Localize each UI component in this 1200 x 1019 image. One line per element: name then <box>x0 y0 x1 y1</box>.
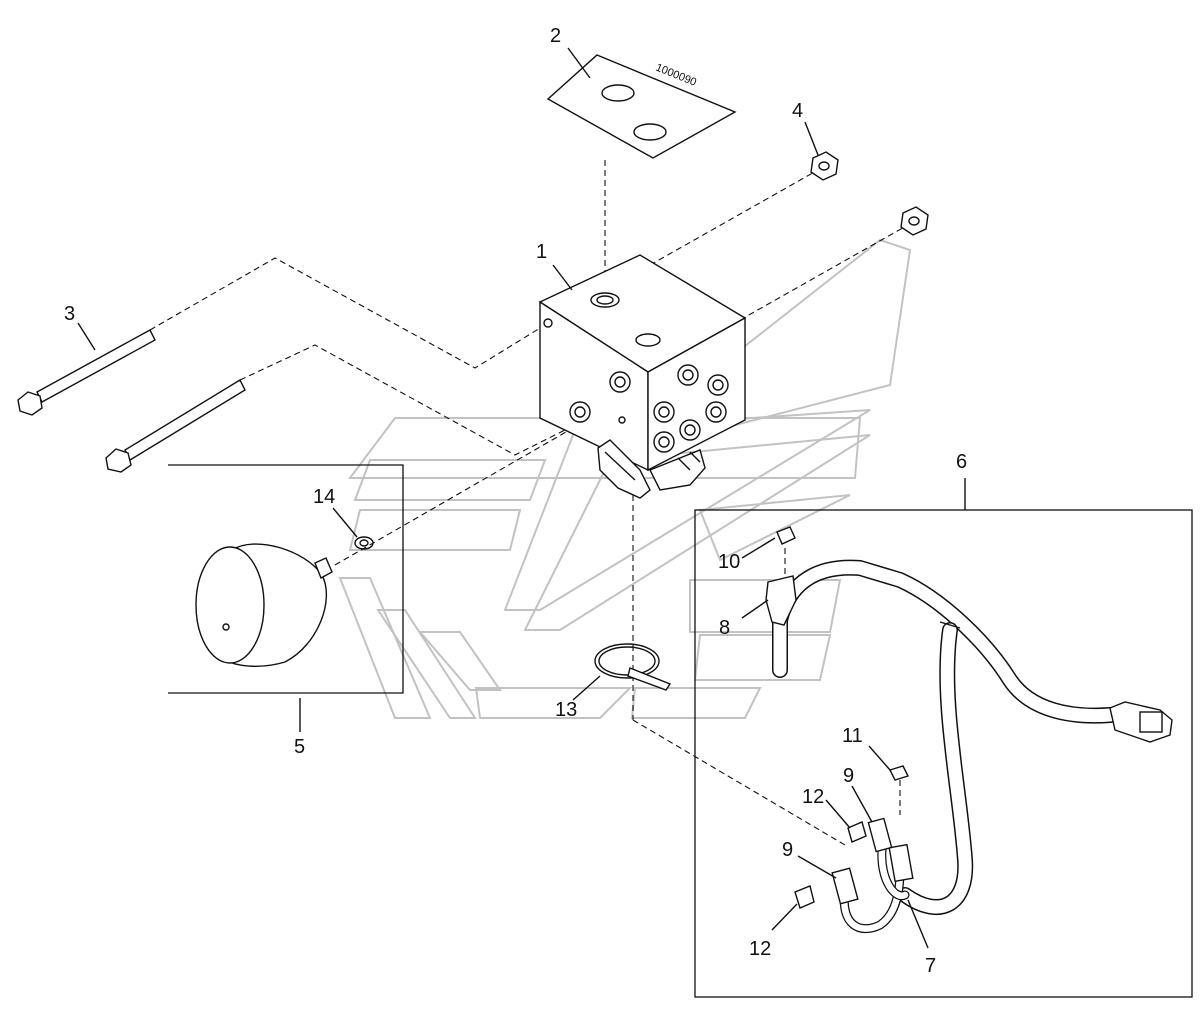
callout-13: 13 <box>555 699 577 721</box>
clip-12-upper <box>847 821 867 843</box>
callout-12-upper: 12 <box>802 786 824 808</box>
callout-12-lower: 12 <box>749 938 771 960</box>
accumulator <box>195 543 333 667</box>
seal-10 <box>776 526 796 545</box>
callout-14: 14 <box>313 486 335 508</box>
valve-block <box>538 254 747 499</box>
callout-11: 11 <box>842 725 863 747</box>
leader-lines <box>77 47 966 949</box>
callout-5: 5 <box>294 736 305 758</box>
bolt-upper <box>17 329 156 416</box>
clip-12-lower <box>794 885 815 909</box>
nut-upper <box>810 151 839 181</box>
callout-9-lower: 9 <box>782 839 793 861</box>
callout-6: 6 <box>956 451 967 473</box>
callout-3: 3 <box>64 303 75 325</box>
callout-2: 2 <box>550 25 561 47</box>
seal-11 <box>889 765 909 781</box>
callout-4: 4 <box>792 100 803 122</box>
callout-8: 8 <box>719 617 730 639</box>
harness-kit-frame <box>694 509 1193 998</box>
nut-lower <box>900 206 929 236</box>
connector-9-lower <box>831 867 859 905</box>
connector-9-upper <box>867 817 893 853</box>
o-ring <box>354 536 374 550</box>
boot-8 <box>765 575 797 626</box>
accumulator-kit-frame <box>168 464 404 694</box>
harness-connector-plug <box>1109 701 1173 743</box>
callouts: 2 4 1 3 14 5 6 10 8 13 11 9 12 9 12 7 <box>64 25 967 977</box>
cable-tie <box>594 643 672 691</box>
bolt-lower <box>105 379 246 473</box>
assembly-lines <box>149 160 909 846</box>
callout-9-upper: 9 <box>843 765 854 787</box>
wire-harness <box>772 559 1118 934</box>
callout-1: 1 <box>536 241 547 263</box>
callout-7: 7 <box>925 955 936 977</box>
connector-7 <box>888 843 914 883</box>
gasket-plate: 1000090 <box>546 54 737 159</box>
callout-10: 10 <box>718 551 740 573</box>
